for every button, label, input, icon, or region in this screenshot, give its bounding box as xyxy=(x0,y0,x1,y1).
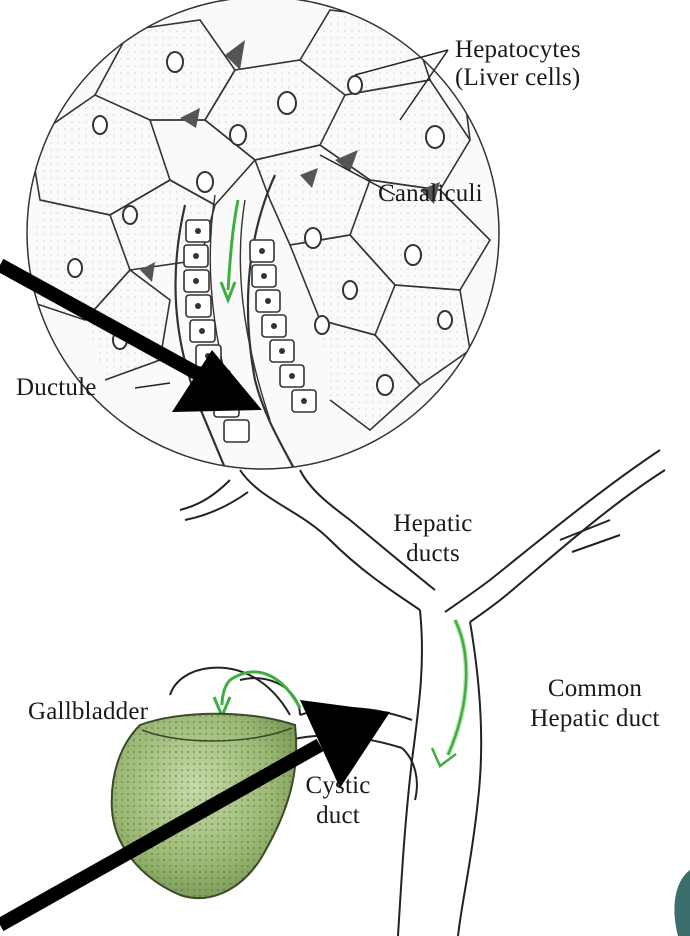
label-common-line1: Common xyxy=(505,675,685,702)
magnified-liver-tissue xyxy=(25,0,499,480)
label-hepatic-ducts-line2: ducts xyxy=(378,540,488,567)
common-duct-flow-arrow xyxy=(432,620,466,766)
label-cystic-line1: Cystic xyxy=(298,772,378,799)
label-cystic-line2: duct xyxy=(298,802,378,829)
label-common-line2: Hepatic duct xyxy=(505,705,685,732)
label-ductule: Ductule xyxy=(16,374,97,401)
label-canaliculi: Canaliculi xyxy=(378,180,483,207)
label-liver-cells: (Liver cells) xyxy=(455,64,580,91)
label-hepatocytes: Hepatocytes xyxy=(455,36,581,63)
label-hepatic-ducts-line1: Hepatic xyxy=(378,510,488,537)
label-gallbladder: Gallbladder xyxy=(28,698,148,725)
corner-accent xyxy=(674,870,690,936)
